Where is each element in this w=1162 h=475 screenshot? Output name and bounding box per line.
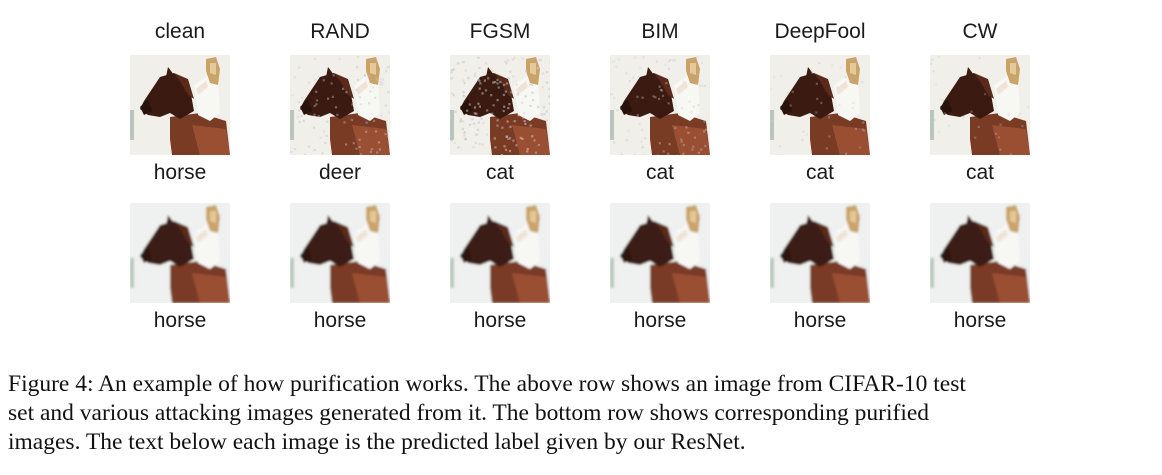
purified-image xyxy=(450,203,550,303)
column-fgsm: FGSM cat horse xyxy=(420,0,580,360)
horse-image xyxy=(770,55,870,155)
purified-image xyxy=(610,203,710,303)
column-title: FGSM xyxy=(469,20,531,43)
purified-prediction-label: horse xyxy=(473,309,527,332)
attack-image xyxy=(610,55,710,155)
caption-line: Figure 4: An example of how purification… xyxy=(8,371,966,397)
column-rand: RAND deer horse xyxy=(260,0,420,360)
purified-prediction-label: horse xyxy=(793,309,847,332)
attack-prediction-label: cat xyxy=(485,161,514,184)
purified-horse-image xyxy=(130,203,230,303)
attack-image xyxy=(930,55,1030,155)
attack-image xyxy=(450,55,550,155)
horse-image xyxy=(450,55,550,155)
attack-prediction-label: cat xyxy=(805,161,834,184)
purified-prediction-label: horse xyxy=(953,309,1007,332)
column-title: RAND xyxy=(310,20,370,43)
column-title: clean xyxy=(154,20,206,43)
caption-line: images. The text below each image is the… xyxy=(8,429,746,455)
column-cw: CW cat horse xyxy=(900,0,1060,360)
horse-image xyxy=(930,55,1030,155)
column-title: CW xyxy=(962,20,998,43)
attack-prediction-label: horse xyxy=(153,161,207,184)
attack-image xyxy=(130,55,230,155)
purified-prediction-label: horse xyxy=(313,309,367,332)
purified-image xyxy=(770,203,870,303)
purified-horse-image xyxy=(290,203,390,303)
attack-image xyxy=(290,55,390,155)
attack-prediction-label: cat xyxy=(965,161,994,184)
attack-prediction-label: deer xyxy=(318,161,362,184)
column-clean: clean horse horse xyxy=(100,0,260,360)
purified-horse-image xyxy=(930,203,1030,303)
purified-prediction-label: horse xyxy=(153,309,207,332)
purified-image xyxy=(130,203,230,303)
purified-image xyxy=(930,203,1030,303)
figure-caption: Figure 4: An example of how purification… xyxy=(8,370,1158,457)
purified-horse-image xyxy=(610,203,710,303)
column-bim: BIM cat horse xyxy=(580,0,740,360)
attack-prediction-label: cat xyxy=(645,161,674,184)
column-title: BIM xyxy=(641,20,679,43)
purified-prediction-label: horse xyxy=(633,309,687,332)
purified-image xyxy=(290,203,390,303)
column-deepfool: DeepFool cat horse xyxy=(740,0,900,360)
purified-horse-image xyxy=(770,203,870,303)
horse-image xyxy=(290,55,390,155)
attack-image xyxy=(770,55,870,155)
figure-4: clean horse horse RAND deer horse FGSM c… xyxy=(100,0,1060,360)
caption-line: set and various attacking images generat… xyxy=(8,400,930,426)
column-title: DeepFool xyxy=(774,20,866,43)
horse-image xyxy=(610,55,710,155)
purified-horse-image xyxy=(450,203,550,303)
horse-image xyxy=(130,55,230,155)
